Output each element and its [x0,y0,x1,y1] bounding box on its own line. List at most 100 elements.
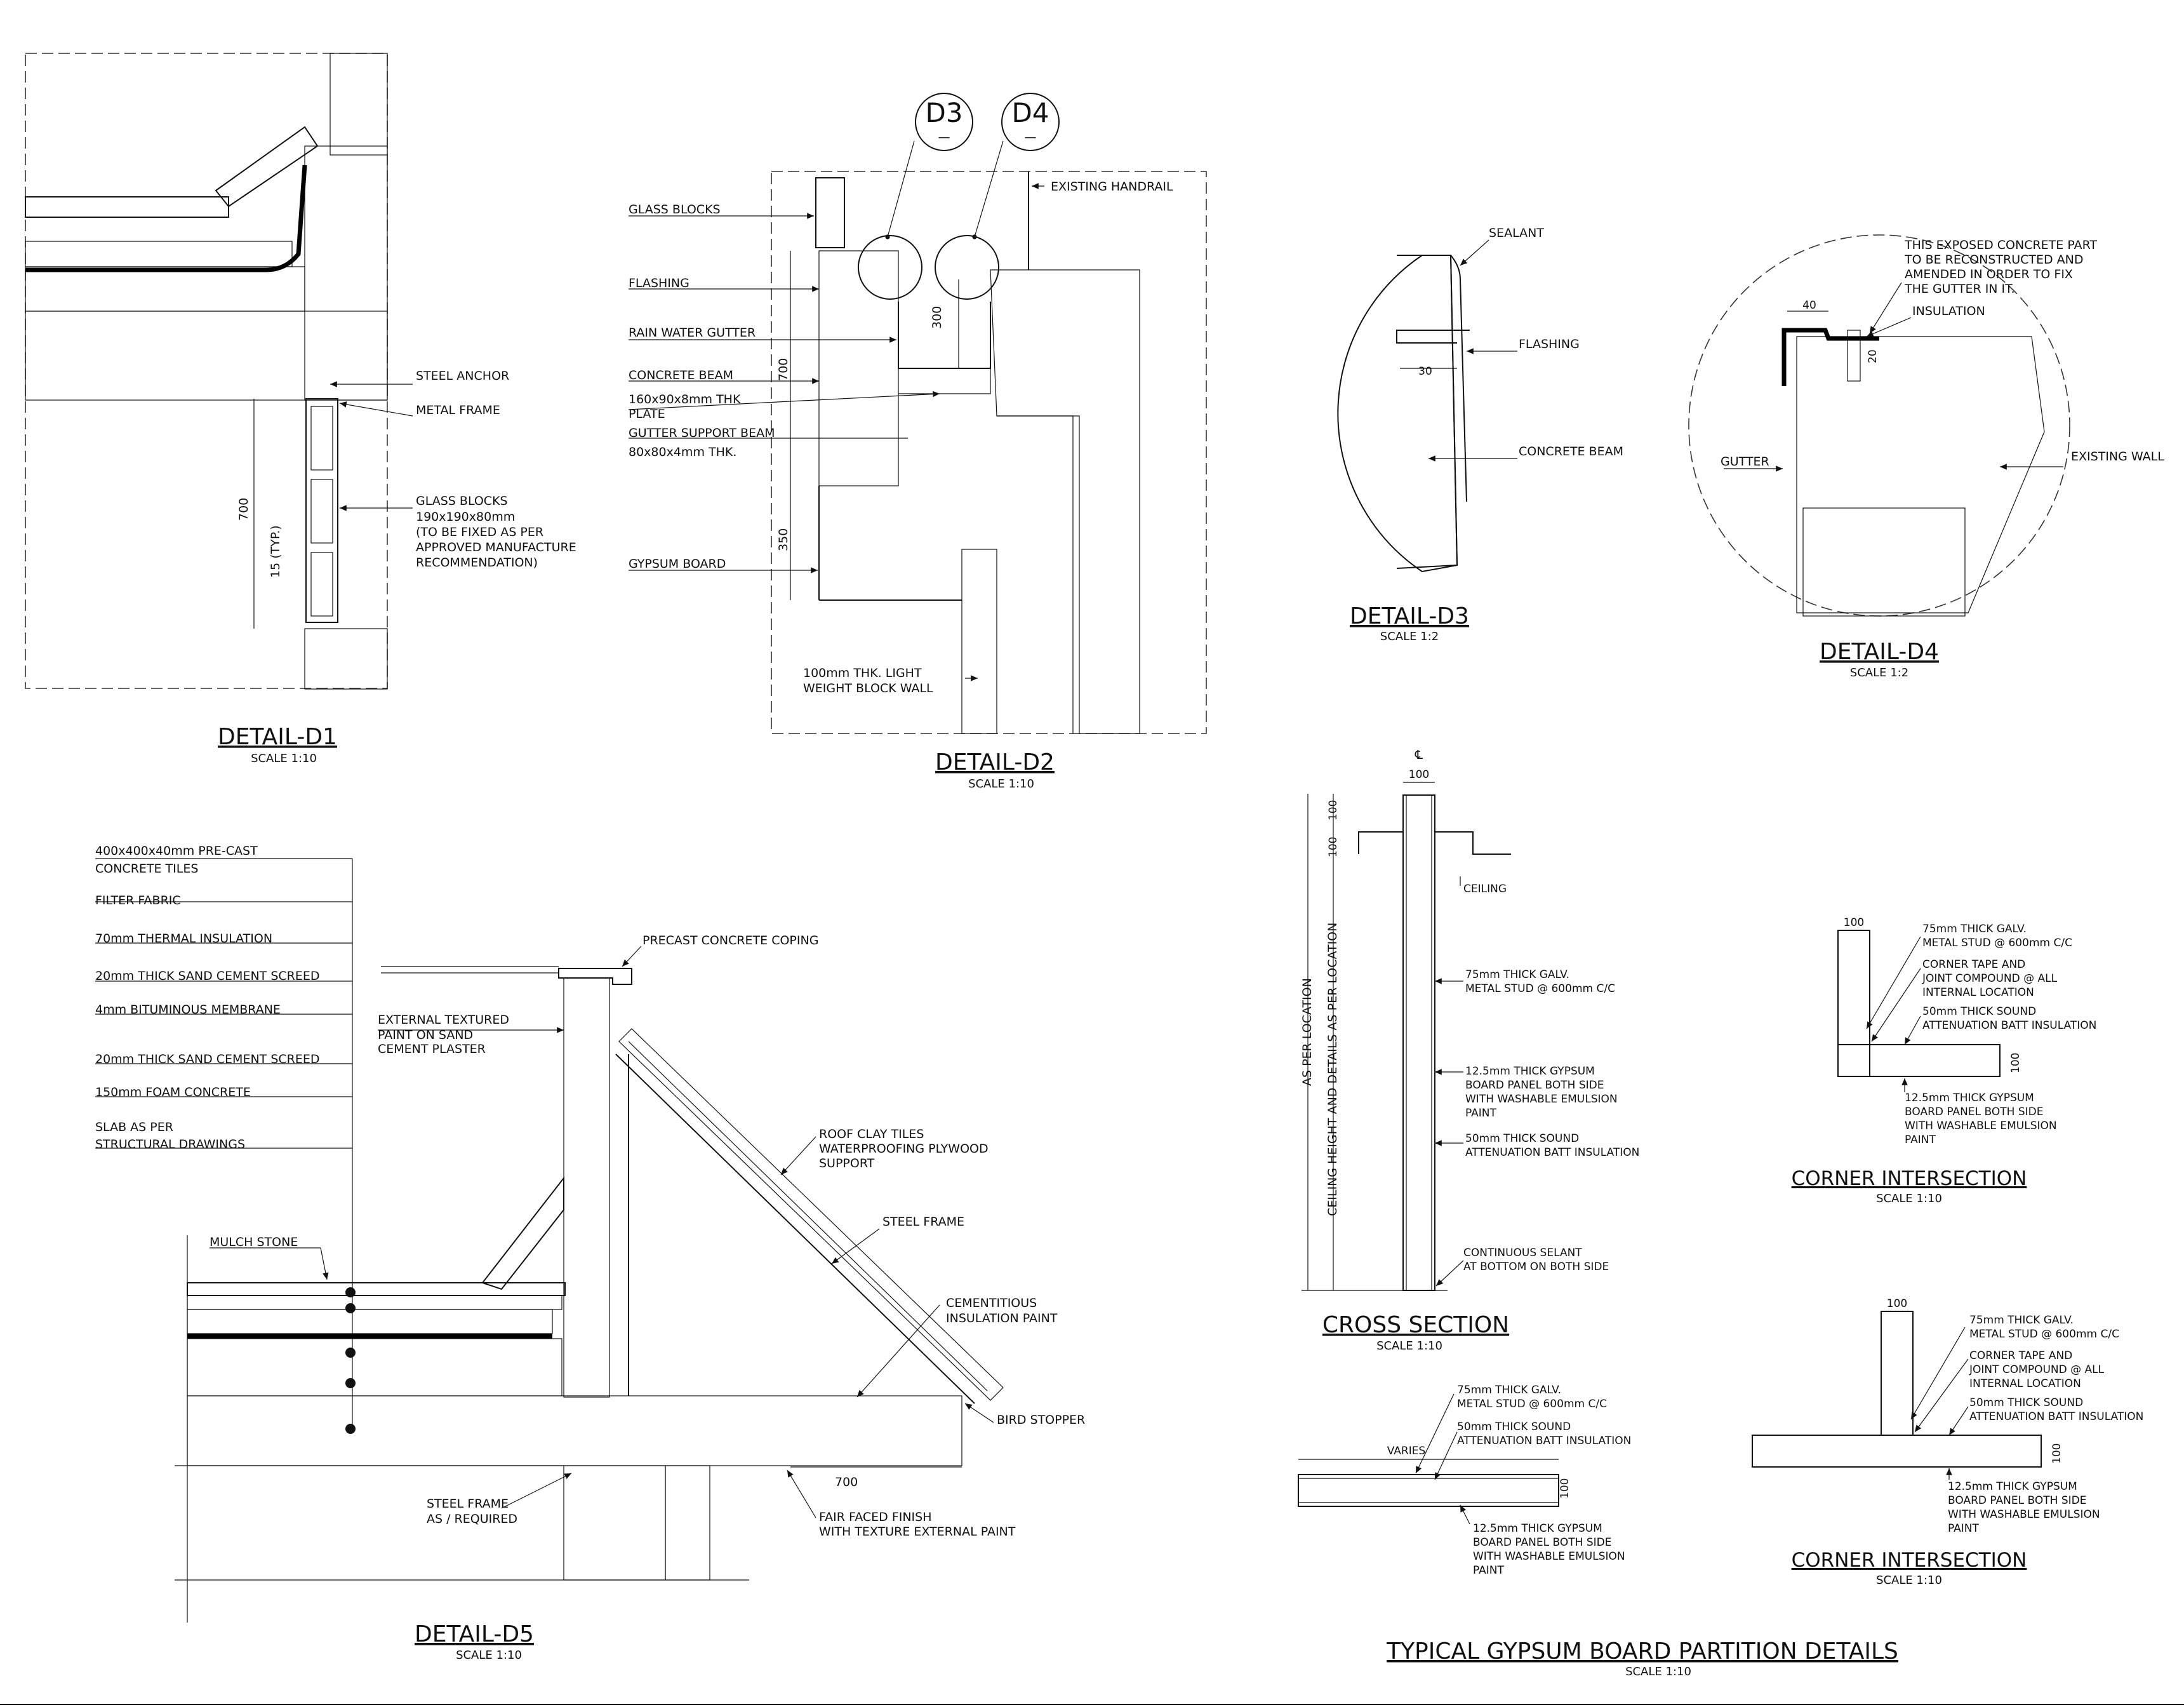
d2-note-handrail: EXISTING HANDRAIL [1051,180,1173,194]
cs-scale: SCALE 1:10 [1376,1339,1442,1353]
c1-dim-100v: 100 [2009,1053,2022,1073]
cs-centerline: ℄ [1415,748,1423,762]
c1-note-batt-1: 50mm THICK SOUND [1922,1005,2036,1018]
cs-ceiling [1358,831,1511,855]
c2-leader-stud [1910,1327,1966,1420]
c1-dim-100: 100 [1844,916,1864,929]
d5-layer-0: 400x400x40mm PRE-CAST [95,844,258,858]
d2-gypsum-board [818,486,962,601]
d2-note-plate-1: 160x90x8mm THK [629,392,741,406]
c1-note-gyp-1: 12.5mm THICK GYPSUM [1905,1092,2034,1104]
c2-note-gyp-1: 12.5mm THICK GYPSUM [1948,1480,2077,1493]
d1-dim-typ: 15 (TYP.) [269,525,283,578]
d4-title: DETAIL-D4 [1820,639,1939,665]
c1-note-gyp-2: BOARD PANEL BOTH SIDE [1905,1106,2043,1118]
d4-note-gutter: GUTTER [1721,455,1769,469]
c2-note-batt-2: ATTENUATION BATT INSULATION [1969,1410,2143,1423]
ps-leader-gyp [1460,1504,1470,1525]
d2-note-flashing: FLASHING [629,276,689,290]
d5-note-coping: PRECAST CONCRETE COPING [643,934,818,947]
d1-coping [215,126,319,208]
c1-vertical-partition [1837,930,1870,1077]
cs-dim-100b: 100 [1327,837,1340,857]
d2-title: DETAIL-D2 [935,749,1055,775]
c2-note-tape-2: JOINT COMPOUND @ ALL [1969,1363,2105,1376]
d1-insulation [25,241,293,267]
c2-note-gyp-2: BOARD PANEL BOTH SIDE [1948,1494,2086,1507]
d1-tile [25,196,229,218]
c2-note-batt-1: 50mm THICK SOUND [1969,1396,2083,1409]
d1-scale: SCALE 1:10 [251,752,317,765]
ps-note-gyp-3: WITH WASHABLE EMULSION [1473,1550,1625,1563]
d2-bubble-d3[interactable] [915,93,973,151]
d5-title: DETAIL-D5 [415,1621,534,1647]
d1-lower-wall [304,628,388,690]
c1-horizontal-partition [1837,1044,2001,1077]
cs-ceiling-height: CEILING HEIGHT AND DETAILS AS PER LOCATI… [1326,923,1340,1216]
d2-bubble-d4[interactable] [1001,93,1060,151]
d4-gutter-profile [1781,328,1879,386]
cs-note-gyp-3: WITH WASHABLE EMULSION [1465,1093,1618,1106]
d4-note-exposed-4: THE GUTTER IN IT. [1904,282,2015,296]
c1-note-tape-2: JOINT COMPOUND @ ALL [1922,972,2058,985]
d5-tiles [187,1282,566,1296]
c1-scale: SCALE 1:10 [1876,1192,1942,1205]
d1-screed [25,266,305,312]
ps-leader-batt [1434,1431,1458,1480]
d3-scale: SCALE 1:2 [1380,630,1439,643]
partition-scale: SCALE 1:10 [1625,1665,1691,1678]
c2-vertical-partition [1881,1311,1914,1436]
d5-note-steel-frame: STEEL FRAME [882,1215,964,1229]
d5-layer-6: 20mm THICK SAND CEMENT SCREED [95,1052,320,1066]
d2-bubble-d3-label: D3 [925,97,962,128]
d4-insulation [1847,330,1861,382]
d2-note-gypsum: GYPSUM BOARD [629,557,726,571]
d5-layer-3: 70mm THERMAL INSULATION [95,932,272,946]
c1-title: CORNER INTERSECTION [1792,1167,2027,1190]
d2-bubble-leader-d3 [885,140,915,239]
d4-note-exposed-1: THIS EXPOSED CONCRETE PART [1904,238,2097,252]
d5-plywood [628,1041,988,1391]
ps-note-stud-2: METAL STUD @ 600mm C/C [1457,1398,1607,1410]
d4-dim-40: 40 [1802,299,1816,312]
d4-note-exposed-3: AMENDED IN ORDER TO FIX [1905,267,2073,281]
d2-gutter [898,302,991,369]
ps-partition [1298,1474,1559,1507]
ps-note-batt-1: 50mm THICK SOUND [1457,1421,1571,1433]
d5-coping [558,968,632,985]
detail-d4: 40 20 THIS EXPOSED CONCRETE PART TO BE R… [1688,234,2164,679]
d1-note-glass-4: APPROVED MANUFACTURE [416,540,576,554]
d2-glass-blocks [815,177,845,248]
d5-layer-4: 20mm THICK SAND CEMENT SCREED [95,969,320,983]
d1-note-glass-3: (TO BE FIXED AS PER [416,525,543,539]
ps-leader-stud [1415,1393,1455,1474]
d5-leader-mulch-2 [320,1247,329,1280]
d4-leader-exposed [1869,282,1902,334]
d4-scale: SCALE 1:2 [1850,666,1908,679]
d5-leader-cement [856,1304,940,1398]
c2-scale: SCALE 1:10 [1876,1574,1942,1587]
c2-title: CORNER INTERSECTION [1792,1549,2027,1572]
d5-drain-dot-2 [345,1303,356,1313]
c1-note-gyp-3: WITH WASHABLE EMULSION [1905,1120,2057,1132]
d5-slab [187,1395,962,1466]
c1-note-tape-1: CORNER TAPE AND [1922,958,2025,971]
d1-parapet [304,145,388,401]
d5-leader-bird [964,1403,994,1423]
c1-note-gyp-4: PAINT [1905,1134,1936,1146]
d2-bubble-d3-sub: — [938,130,950,144]
d5-note-fair-2: WITH TEXTURE EXTERNAL PAINT [819,1525,1016,1539]
d2-concrete-beam [818,250,899,486]
d1-note-steel-anchor: STEEL ANCHOR [416,369,509,383]
d1-note-glass-2: 190x190x80mm [416,510,515,524]
c2-horizontal-partition [1752,1435,2042,1468]
corner-intersection-2: 100 100 75mm THICK GALV. METAL STUD @ 60… [1752,1297,2143,1587]
detail-d5: 400x400x40mm PRE-CAST CONCRETE TILES FIL… [95,844,1085,1662]
d5-parapet [563,977,610,1398]
c1-note-stud-2: METAL STUD @ 600mm C/C [1922,937,2072,949]
c2-note-tape-1: CORNER TAPE AND [1969,1349,2072,1362]
d3-beam-edge [1396,255,1458,569]
d5-drain-dot-5 [345,1424,356,1434]
d5-roof-tiles [618,1028,1004,1401]
